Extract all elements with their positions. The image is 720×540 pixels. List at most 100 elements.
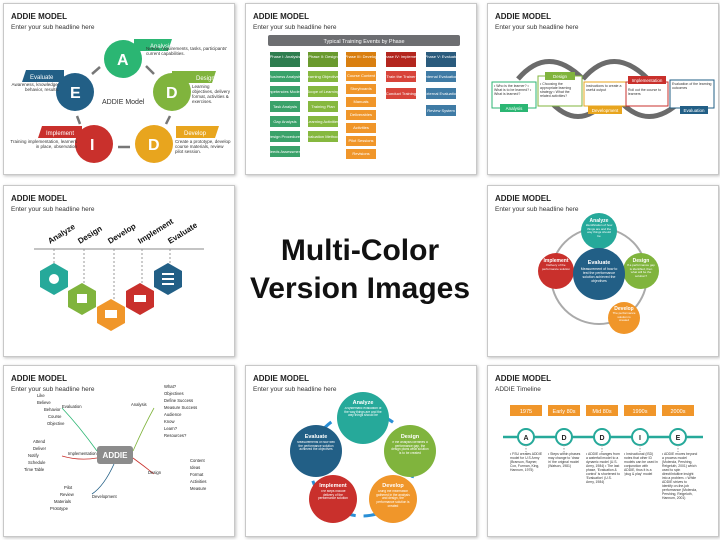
svg-text:Deliverables: Deliverables bbox=[350, 112, 372, 117]
svg-text:D: D bbox=[166, 85, 178, 102]
develop-description: Create a prototype, develop course mater… bbox=[175, 139, 231, 154]
svg-text:Competencies Modelling: Competencies Modelling bbox=[263, 89, 307, 94]
slide-subtitle: Enter your sub headline here bbox=[11, 206, 95, 213]
svg-text:Design: Design bbox=[633, 258, 650, 264]
svg-text:Schedule: Schedule bbox=[28, 460, 46, 465]
svg-text:Analyze: Analyze bbox=[353, 400, 374, 406]
design-circle bbox=[384, 425, 436, 477]
slide-title: ADDIE MODEL bbox=[11, 12, 67, 21]
svg-text:Attend: Attend bbox=[33, 439, 46, 444]
circular-process-diagram: Analyze Design Develop Implement Evaluat… bbox=[290, 392, 436, 523]
circle-a bbox=[104, 40, 142, 78]
svg-text:Define Success: Define Success bbox=[164, 398, 193, 403]
svg-text:Train the Trainer: Train the Trainer bbox=[386, 74, 416, 79]
svg-text:Implement: Implement bbox=[543, 258, 568, 264]
arrow-icon bbox=[75, 115, 82, 125]
circle-d2 bbox=[135, 125, 173, 163]
svg-text:D: D bbox=[148, 137, 160, 154]
phase-develop: Develop bbox=[184, 131, 207, 137]
svg-text:Prototype: Prototype bbox=[50, 506, 69, 511]
phase-events-table: Typical Training Events by Phase Phase I… bbox=[263, 35, 460, 159]
svg-text:Evaluation: Evaluation bbox=[683, 108, 705, 113]
svg-text:Gap Analysis: Gap Analysis bbox=[273, 119, 296, 124]
page-title: Multi-Color Version Images bbox=[245, 232, 475, 308]
svg-text:Review: Review bbox=[60, 492, 75, 497]
svg-text:E: E bbox=[676, 435, 681, 442]
svg-text:Audience: Audience bbox=[164, 412, 182, 417]
svg-text:1975: 1975 bbox=[520, 409, 532, 415]
develop-circle bbox=[369, 475, 417, 523]
svg-text:Analysis: Analysis bbox=[131, 402, 147, 407]
slide-thumbnail[interactable]: ADDIE MODEL Enter your sub headline here… bbox=[3, 365, 235, 537]
implement-circle bbox=[309, 475, 357, 523]
circle-cycle-diagram: Analyze Design Develop Implement Evaluat… bbox=[538, 213, 659, 334]
slide-thumbnail[interactable]: ADDIE MODEL Enter your sub headline here… bbox=[245, 3, 477, 175]
circle-d1 bbox=[153, 73, 191, 111]
slide-subtitle: Enter your sub headline here bbox=[11, 386, 95, 393]
implement-circle bbox=[538, 253, 574, 289]
svg-text:Early 80s: Early 80s bbox=[553, 409, 576, 415]
svg-text:Design: Design bbox=[401, 434, 420, 440]
svg-text:Believe: Believe bbox=[37, 400, 51, 405]
svg-text:Design: Design bbox=[553, 74, 568, 79]
slide-thumbnail[interactable]: ADDIE MODEL Enter your sub headline here… bbox=[245, 365, 477, 537]
laptop-icon bbox=[105, 310, 117, 318]
slide-subtitle: Enter your sub headline here bbox=[11, 24, 95, 31]
analysis-description: Needs, requirements, tasks, participants… bbox=[146, 46, 228, 56]
table-header: Typical Training Events by Phase bbox=[323, 39, 404, 45]
addie-flow-diagram: Analysis Design Development Implementati… bbox=[491, 59, 715, 119]
svg-text:Resources?: Resources? bbox=[164, 433, 187, 438]
slide-thumbnail[interactable]: ADDIE MODEL Enter your sub headline here… bbox=[487, 185, 719, 357]
user-icon bbox=[49, 274, 59, 284]
design-description: Learning objectives, delivery format, ac… bbox=[192, 84, 231, 104]
evaluate-description: Awareness, knowledge, behavior, results. bbox=[11, 82, 59, 92]
slide-title: ADDIE MODEL bbox=[253, 374, 309, 383]
slide-thumbnail[interactable]: ADDIE MODEL ADDIE Timeline 1975 Early 80… bbox=[487, 365, 719, 537]
slide-title: ADDIE MODEL bbox=[11, 194, 67, 203]
checklist-icon bbox=[162, 273, 174, 285]
arrow-icon bbox=[145, 65, 155, 75]
svg-text:Develop: Develop bbox=[382, 483, 404, 489]
svg-text:Evaluate: Evaluate bbox=[588, 260, 611, 266]
svg-text:Develop: Develop bbox=[614, 306, 633, 312]
svg-text:Analyze: Analyze bbox=[46, 222, 77, 246]
center-label: ADDIE Model bbox=[102, 99, 145, 106]
svg-text:Evaluate: Evaluate bbox=[305, 434, 328, 440]
analyze-circle bbox=[581, 213, 617, 249]
design-circle bbox=[623, 253, 659, 289]
slide-subtitle: ADDIE Timeline bbox=[495, 386, 541, 393]
slide-thumbnail[interactable]: ADDIE MODEL Enter your sub headline here… bbox=[3, 185, 235, 357]
svg-text:Phase II: Design: Phase II: Design bbox=[308, 54, 337, 59]
svg-text:Revisions: Revisions bbox=[352, 151, 369, 156]
svg-text:Develop: Develop bbox=[106, 222, 137, 246]
svg-text:What?: What? bbox=[164, 384, 177, 389]
evaluate-circle bbox=[573, 248, 625, 300]
svg-text:Evaluation: Evaluation bbox=[62, 404, 82, 409]
svg-text:Scope of Learning: Scope of Learning bbox=[307, 89, 339, 94]
svg-text:Phase V: Evaluate: Phase V: Evaluate bbox=[425, 54, 459, 59]
analyze-circle bbox=[337, 392, 389, 444]
svg-text:Mid 80s: Mid 80s bbox=[592, 409, 612, 415]
phase-analysis: Analysis bbox=[150, 44, 172, 50]
svg-text:Learning Objectives: Learning Objectives bbox=[305, 74, 340, 79]
slide-subtitle: Enter your sub headline here bbox=[253, 24, 337, 31]
svg-text:Needs Assessment: Needs Assessment bbox=[268, 149, 303, 154]
slide-subtitle: Enter your sub headline here bbox=[495, 206, 579, 213]
implement-description: Training implementation, learners in pla… bbox=[10, 139, 77, 149]
slide-thumbnail[interactable]: ADDIE MODEL Enter your sub headline here… bbox=[487, 3, 719, 175]
svg-text:Conduct Training: Conduct Training bbox=[386, 91, 416, 96]
svg-text:Time Table: Time Table bbox=[24, 467, 45, 472]
svg-text:Implementation: Implementation bbox=[68, 451, 97, 456]
svg-text:Phase III: Develop: Phase III: Develop bbox=[345, 54, 378, 59]
svg-text:Like: Like bbox=[37, 393, 45, 398]
slide-thumbnail[interactable]: ADDIE MODEL Enter your sub headline here… bbox=[3, 3, 235, 175]
svg-text:Objective: Objective bbox=[47, 421, 65, 426]
svg-text:Internal Evaluation: Internal Evaluation bbox=[424, 74, 457, 79]
svg-text:Content: Content bbox=[190, 458, 206, 463]
slide-title: ADDIE MODEL bbox=[11, 374, 67, 383]
svg-text:Behavior: Behavior bbox=[44, 407, 61, 412]
svg-text:Task Analysis: Task Analysis bbox=[273, 104, 297, 109]
svg-text:Implementation: Implementation bbox=[632, 78, 663, 83]
svg-text:Analysis: Analysis bbox=[506, 106, 524, 111]
phase-design: Design bbox=[196, 76, 215, 82]
